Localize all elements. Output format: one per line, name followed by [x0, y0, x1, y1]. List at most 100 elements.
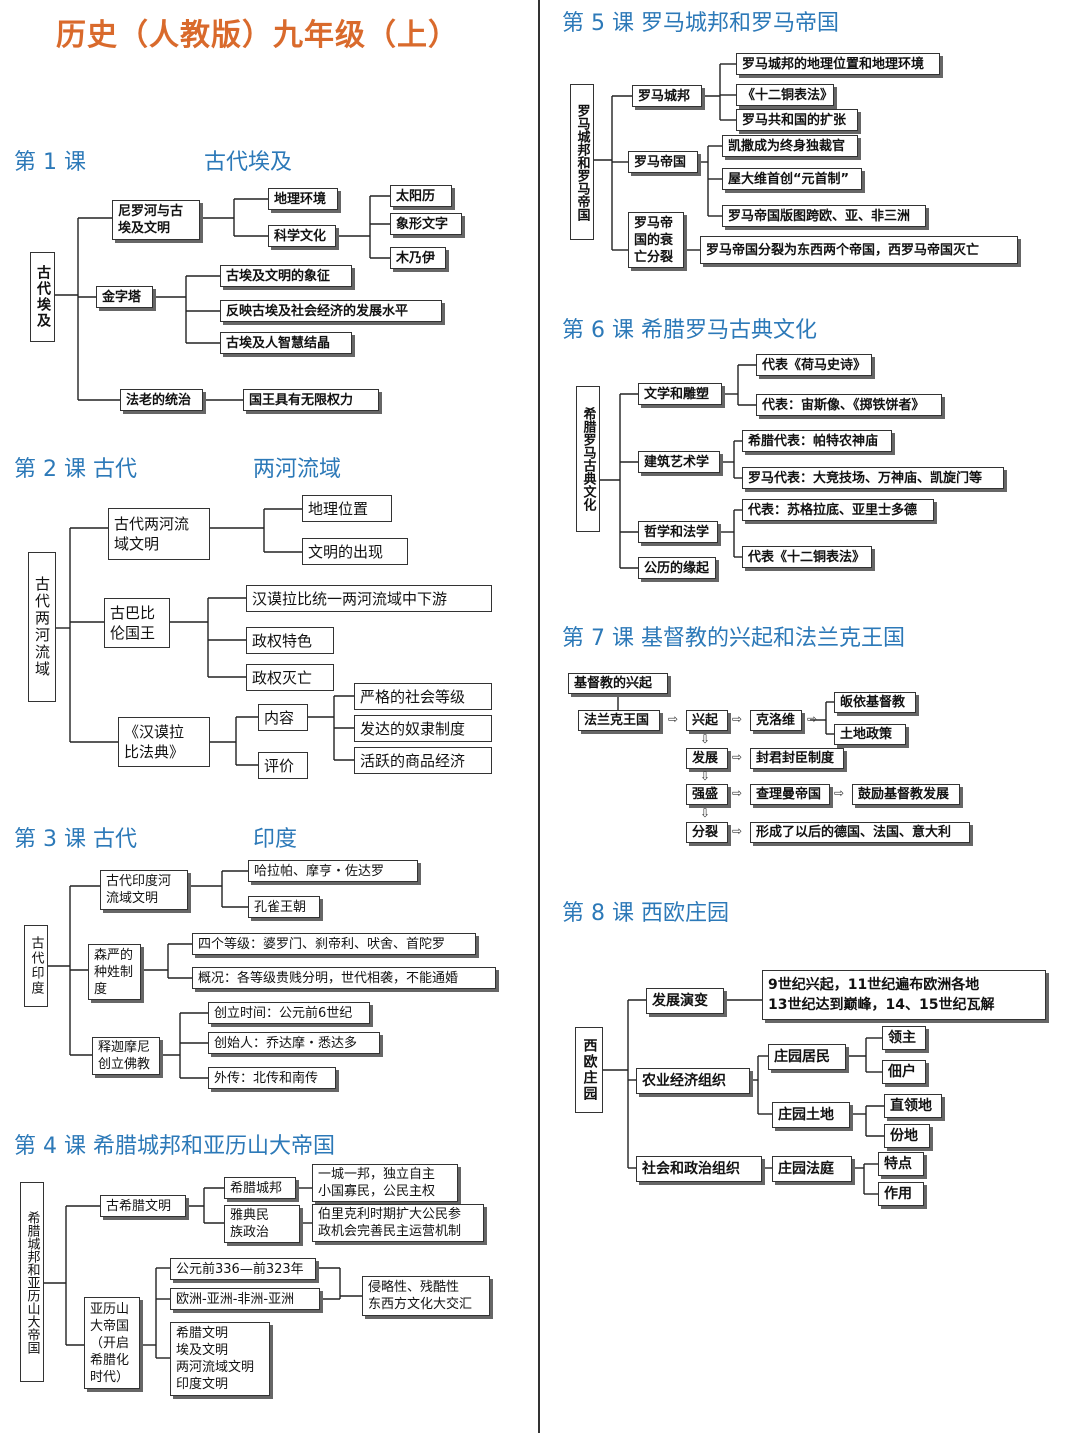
l7-node: 土地政策: [834, 724, 906, 745]
lesson-7-name: 基督教的兴起和法兰克王国: [640, 626, 905, 651]
l6-node: 代表：宙斯像、《掷铁饼者》: [756, 394, 942, 416]
l7-node: 皈依基督教: [834, 692, 916, 713]
l1-node: 木乃伊: [390, 247, 446, 269]
lesson-7-heading: 第 7 课 基督教的兴起和法兰克王国: [562, 620, 905, 652]
l7-node: 强盛: [686, 784, 728, 805]
lesson-5-number: 第 5 课: [562, 11, 634, 36]
l6-node: 代表：苏格拉底、亚里士多德: [742, 499, 934, 521]
l4-node: 古希腊文明: [100, 1195, 186, 1217]
right-arrow-icon: ⇨: [732, 750, 743, 764]
l2-node: 地理位置: [302, 495, 392, 522]
right-arrow-icon: ⇨: [732, 712, 743, 726]
down-arrow-icon: ⇩: [700, 806, 711, 820]
l2-node: 严格的社会等级: [354, 683, 492, 710]
l3-node: 哈拉帕、摩亨・佐达罗: [248, 860, 418, 882]
l4-node: 公元前336—前323年: [170, 1258, 316, 1280]
l7-node: 形成了以后的德国、法国、意大利: [750, 822, 970, 843]
l6-node: 公历的缘起: [638, 557, 716, 579]
lesson-4-number: 第 4 课: [14, 1134, 86, 1159]
l1-node: 古埃及人智慧结晶: [220, 332, 352, 354]
l1-node: 法老的统治: [120, 389, 203, 411]
l2-node: 汉谟拉比统一两河流域中下游: [246, 585, 492, 612]
lesson-3-heading: 第 3 课 古代 印度: [14, 821, 297, 853]
l2-node: 政权特色: [246, 627, 334, 654]
l8-node: 领主: [882, 1026, 926, 1050]
l7-node: 法兰克王国: [578, 710, 660, 731]
l8-node: 农业经济组织: [636, 1068, 750, 1094]
l1-node: 反映古埃及社会经济的发展水平: [220, 300, 442, 322]
l2-node: 内容: [258, 704, 308, 731]
l3-node: 森严的 种姓制 度: [88, 944, 141, 1000]
lesson-7-number: 第 7 课: [562, 626, 634, 651]
l5-node: 罗马帝国分裂为东西两个帝国，西罗马帝国灭亡: [700, 236, 1018, 264]
l8-node: 特点: [878, 1152, 924, 1176]
l8-node: 发展演变: [646, 988, 724, 1014]
l6-node: 哲学和法学: [638, 521, 718, 543]
l1-node: 太阳历: [390, 185, 452, 207]
l4-node: 一城一邦，独立自主 小国寡民，公民主权: [312, 1164, 458, 1202]
l7-node: 兴起: [686, 710, 728, 731]
l6-node: 代表《荷马史诗》: [756, 354, 872, 376]
lesson-6-number: 第 6 课: [562, 318, 634, 343]
l8-node: 佃户: [882, 1060, 926, 1084]
lesson-2-number: 第 2 课: [14, 457, 86, 482]
lesson-3-name: 古代: [92, 827, 137, 852]
l8-node: 直领地: [884, 1094, 942, 1118]
lesson-1-root: 古代埃及: [30, 252, 55, 342]
lesson-2-name: 古代: [92, 457, 137, 482]
lesson-5-name: 罗马城邦和罗马帝国: [640, 11, 839, 36]
lesson-5-heading: 第 5 课 罗马城邦和罗马帝国: [562, 5, 839, 37]
lesson-3-root: 古代印度: [24, 925, 48, 1007]
l4-node: 伯里克利时期扩大公民参 政机会完善民主运营机制: [312, 1204, 484, 1242]
l8-node: 9世纪兴起，11世纪遍布欧洲各地 13世纪达到巅峰，14、15世纪瓦解: [762, 970, 1046, 1020]
lesson-1-number: 第 1 课: [14, 150, 86, 175]
l3-node: 古代印度河 流域文明: [100, 870, 188, 910]
l7-node: 克洛维: [750, 710, 802, 731]
l1-node: 象形文字: [390, 213, 462, 235]
l8-node: 庄园居民: [768, 1044, 846, 1070]
l2-node: 政权灭亡: [246, 664, 334, 691]
l2-node: 文明的出现: [302, 538, 408, 565]
l2-node: 《汉谟拉 比法典》: [118, 717, 210, 767]
l2-node: 活跃的商品经济: [354, 747, 492, 774]
l5-node: 凯撒成为终身独裁官: [722, 135, 858, 157]
lesson-8-number: 第 8 课: [562, 901, 634, 926]
lesson-4-heading: 第 4 课 希腊城邦和亚历山大帝国: [14, 1128, 335, 1160]
l3-node: 概况：各等级贵贱分明，世代相袭，不能通婚: [192, 967, 496, 989]
l5-node: 罗马城邦的地理位置和地理环境: [736, 53, 940, 75]
lesson-5-root: 罗马城邦和罗马帝国: [570, 84, 594, 240]
l8-node: 份地: [884, 1124, 930, 1148]
l6-node: 文学和雕塑: [638, 383, 722, 405]
l7-node: 查理曼帝国: [750, 784, 830, 805]
lesson-3-name: 印度: [253, 827, 298, 852]
lesson-8-name: 西欧庄园: [640, 901, 729, 926]
l3-node: 释迦摩尼 创立佛教: [92, 1037, 160, 1075]
l2-node: 古代两河流 域文明: [108, 508, 210, 560]
l5-node: 《十二铜表法》: [736, 84, 834, 106]
l6-node: 代表《十二铜表法》: [742, 546, 872, 568]
lesson-8-heading: 第 8 课 西欧庄园: [562, 895, 729, 927]
down-arrow-icon: ⇩: [700, 769, 711, 783]
l1-node: 地理环境: [268, 188, 338, 210]
l4-node: 希腊城邦: [224, 1177, 296, 1199]
right-arrow-icon: ⇨: [732, 786, 743, 800]
l4-node: 亚历山 大帝国 （开启 希腊化 时代）: [84, 1297, 140, 1389]
l1-node: 国王具有无限权力: [243, 389, 379, 411]
lesson-3-number: 第 3 课: [14, 827, 86, 852]
l6-node: 罗马代表：大竞技场、万神庙、凯旋门等: [742, 467, 1004, 489]
l3-node: 创立时间：公元前6世纪: [208, 1002, 370, 1024]
l7-node: 发展: [686, 748, 728, 769]
lesson-6-heading: 第 6 课 希腊罗马古典文化: [562, 312, 817, 344]
column-divider: [538, 0, 540, 1433]
lesson-2-root: 古代两河流域: [28, 552, 56, 702]
l7-node: 基督教的兴起: [568, 673, 668, 694]
l5-node: 罗马帝国版图跨欧、亚、非三洲: [722, 205, 926, 227]
down-arrow-icon: ⇩: [700, 732, 711, 746]
l6-node: 希腊代表：帕特农神庙: [742, 430, 892, 452]
l4-node: 雅典民 族政治: [224, 1205, 300, 1243]
l2-node: 古巴比 伦国王: [104, 598, 170, 648]
l5-node: 屋大维首创“元首制”: [722, 168, 862, 190]
l8-node: 庄园土地: [772, 1102, 850, 1128]
l8-node: 社会和政治组织: [636, 1156, 762, 1182]
